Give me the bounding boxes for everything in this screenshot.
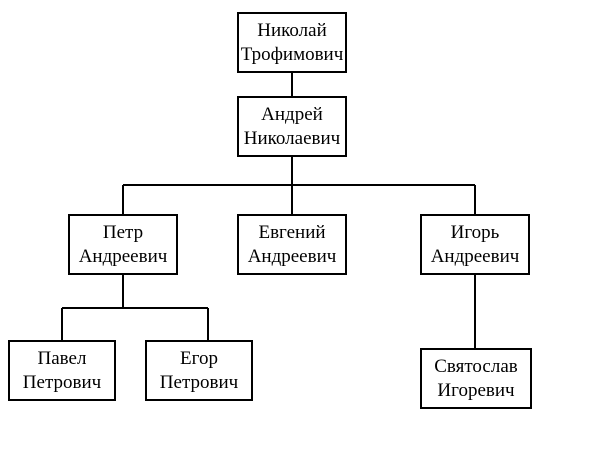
name-line2: Трофимович: [241, 44, 344, 65]
name-line2: Николаевич: [244, 128, 341, 149]
connectors: [61, 72, 476, 349]
person-box-nikolai: Николай Трофимович: [237, 12, 347, 73]
name-line1: Игорь: [451, 222, 500, 243]
person-box-egor: Егор Петрович: [145, 340, 253, 401]
person-box-igor: Игорь Андреевич: [420, 214, 530, 275]
name-line2: Игоревич: [437, 380, 515, 401]
name-line2: Андреевич: [431, 246, 520, 267]
name-line1: Павел: [38, 348, 87, 369]
name-line1: Андрей: [261, 104, 323, 125]
person-box-svyatoslav: Святослав Игоревич: [420, 348, 532, 409]
name-line1: Егор: [180, 348, 218, 369]
person-box-pavel: Павел Петрович: [8, 340, 116, 401]
name-line2: Петрович: [160, 372, 239, 393]
name-line1: Евгений: [258, 222, 325, 243]
person-box-andrei: Андрей Николаевич: [237, 96, 347, 157]
name-line1: Николай: [257, 20, 327, 41]
person-box-petr: Петр Андреевич: [68, 214, 178, 275]
person-box-evgenii: Евгений Андреевич: [237, 214, 347, 275]
name-line1: Петр: [103, 222, 143, 243]
name-line1: Святослав: [434, 356, 518, 377]
name-line2: Андреевич: [248, 246, 337, 267]
name-line2: Петрович: [23, 372, 102, 393]
name-line2: Андреевич: [79, 246, 168, 267]
